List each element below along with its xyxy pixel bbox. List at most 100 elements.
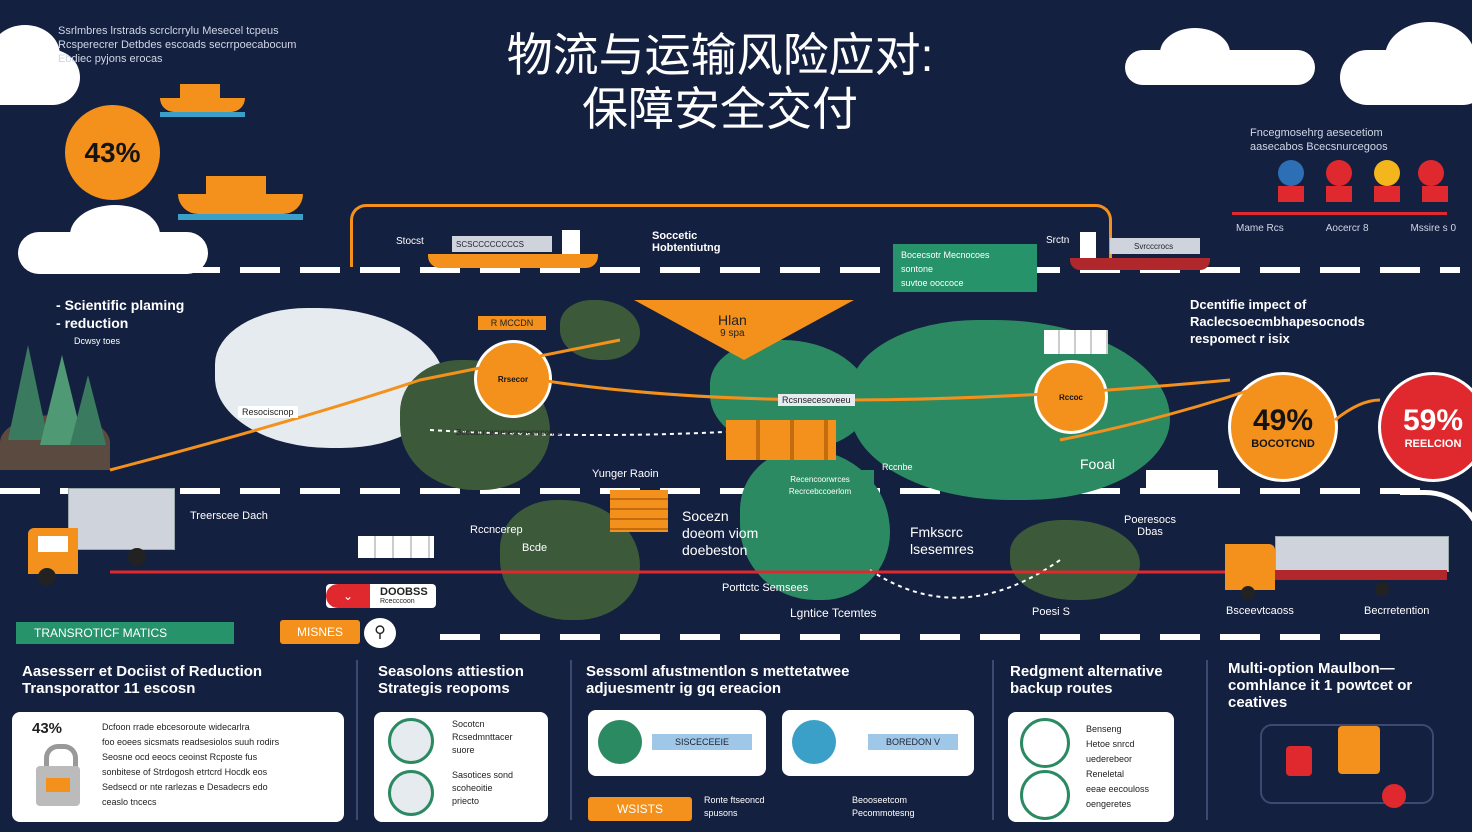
forest-icon xyxy=(0,345,110,470)
chevron-down-icon: ⌄ xyxy=(326,584,370,608)
truck-right-label-1: Bsceevtcaoss xyxy=(1226,605,1294,617)
panel-4-title: Redgment alternative backup routes xyxy=(1010,663,1163,697)
pin-icon xyxy=(1382,784,1406,808)
route-path-3 xyxy=(1059,388,1251,442)
stat-circle-43: 43% xyxy=(65,105,160,200)
truck-right-label-2: Becrretention xyxy=(1364,605,1430,617)
person-icon xyxy=(1278,160,1304,186)
map-australia xyxy=(1010,520,1140,600)
bottom-route-label: Porttctc Semsees xyxy=(722,582,809,594)
map-green-region: Rccnbe xyxy=(882,462,913,472)
bottom-mid-label: Lgntice Tcemtes xyxy=(790,606,877,620)
cloud-left-mid-2 xyxy=(70,205,160,265)
route-path-1 xyxy=(109,338,621,472)
map-left-tag: Rccncerep xyxy=(470,524,523,536)
container-ship-left xyxy=(428,230,598,270)
container-stack-icon xyxy=(726,420,836,460)
truck-left-icon xyxy=(28,488,175,588)
button-wsists[interactable]: WSISTS xyxy=(588,797,692,821)
map-asia xyxy=(850,320,1170,500)
panel-5-card xyxy=(1260,724,1434,808)
road-top xyxy=(180,267,1460,273)
map-social-label: Socezn doeom viom doebeston xyxy=(682,508,759,558)
cloud-far-right-2 xyxy=(1385,22,1472,92)
divider xyxy=(570,660,572,820)
truck-small-right xyxy=(1146,470,1218,494)
globe-icon xyxy=(598,720,642,764)
lock-icon xyxy=(36,744,80,810)
right-notes: Dcentifie impect of Raclecsoecmbhapesocn… xyxy=(1190,297,1365,346)
cloud-top-left-2 xyxy=(0,25,60,85)
key-icon xyxy=(1338,726,1380,774)
divider xyxy=(992,660,994,820)
map-fooal-label: Fooal xyxy=(1080,456,1116,472)
route-path-dotted-2 xyxy=(869,559,1061,599)
gauge-icon xyxy=(388,718,434,764)
map-risk-label: Fmkscrc lsesemres xyxy=(910,524,974,557)
map-center-box: Recencoorwrces Recrcebccoerlom xyxy=(766,470,874,504)
route-path-4 xyxy=(1334,398,1381,422)
ship-left-box-label: SCSCCCCCCCCS xyxy=(456,240,525,249)
truck-left-label: Treerscee Dach xyxy=(190,510,268,522)
region-tag: R MCCDN xyxy=(478,316,546,330)
person-icon xyxy=(1374,160,1400,186)
divider xyxy=(356,660,358,820)
gauge-icon xyxy=(388,770,434,816)
map-route-label: Resociscnop xyxy=(238,406,298,418)
clock-icon xyxy=(1020,718,1070,768)
stat-circle-59: 59% REELCION xyxy=(1378,372,1472,482)
people-baseline xyxy=(1232,212,1447,215)
route-path-2 xyxy=(539,378,1231,402)
cargo-ship-icon xyxy=(178,176,303,224)
train-icon-left xyxy=(358,536,434,558)
container-train-icon xyxy=(1044,330,1108,354)
road-bottom xyxy=(440,634,1400,640)
top-right-caption: Fncegmosehrg aesecetiom aasecabos Bcecsn… xyxy=(1250,127,1388,153)
plan-triangle xyxy=(634,300,854,360)
ship-icon xyxy=(160,84,245,118)
page-title: 物流与运输风险应对: 保障安全交付 xyxy=(506,29,934,135)
panel-3-notes-2: Beooseetcom Pecommotesng xyxy=(852,795,915,818)
strategic-label: Soccetic Hobtentiutng xyxy=(652,230,721,254)
road-middle-curve xyxy=(1400,490,1472,635)
people-labels: Mame Rcs Aocercr 8 Mssire s 0 xyxy=(1236,223,1456,234)
map-route-green-label: Beccanrcecrerecccrecrrcorrrc xyxy=(456,428,561,437)
container-stack-icon-2 xyxy=(610,490,668,532)
panel-3-title: Sessoml afustmentlon s mettetatwee adjue… xyxy=(586,663,850,697)
map-circle-right: Rccoc xyxy=(1034,360,1108,434)
panel-3-notes-1: Ronte ftseoncd spusons xyxy=(704,795,765,818)
map-yanger-label: Yunger Raoin xyxy=(592,468,659,480)
panel-1-title: Aasesserr et Dociist of Reduction Transp… xyxy=(22,663,263,697)
ship-left-label: Stocst xyxy=(396,236,424,247)
route-line-top xyxy=(350,204,1112,267)
person-icon xyxy=(1326,160,1352,186)
tab-misnes[interactable]: MISNES xyxy=(280,620,360,644)
left-notes: - Scientific plaming - reduction Dcwsy t… xyxy=(56,297,185,346)
panel-2-title: Seasolons attiestion Strategis reopoms xyxy=(378,663,524,697)
truck-right-icon xyxy=(1225,536,1449,602)
top-left-caption: Ssrlmbres lrstrads scrclcrrylu Mesecel t… xyxy=(58,25,297,65)
divider xyxy=(1206,660,1208,820)
map-bcde: Bcde xyxy=(522,542,548,554)
ship-right-label: Srctn xyxy=(1046,235,1070,246)
person-icon xyxy=(1418,160,1444,186)
panel-3-box-2: BOREDON V xyxy=(782,710,974,776)
link-icon[interactable]: ⚲ xyxy=(364,618,396,648)
badge-doobss[interactable]: ⌄ DOOBSS Rcecccoon xyxy=(326,584,436,608)
panel-1-card: 43% Dcfoon rrade ebcesoroute widecarlra … xyxy=(12,712,344,822)
cloud-top-right-2 xyxy=(1160,28,1230,78)
tab-transport-metrics[interactable]: TRANSROTICF MATICS xyxy=(16,622,234,644)
lock-icon xyxy=(1286,746,1312,776)
map-porter-label: Poeresocs Dbas xyxy=(1124,514,1176,538)
plan-label: Hlan 9 spa xyxy=(718,312,747,339)
globe-icon xyxy=(792,720,836,764)
green-info-box: Bocecsotr Mecnocoes sontone suvtoe oocco… xyxy=(893,244,1037,292)
road-middle xyxy=(0,488,1420,494)
panel-4-card: Benseng Hetoe snrcd uederebeor Reneletal… xyxy=(1008,712,1174,822)
bottom-mid-label-2: Poesi S xyxy=(1032,606,1070,618)
panel-5-title: Multi-option Maulbon— comhlance it 1 pow… xyxy=(1228,660,1413,711)
container-ship-right xyxy=(1070,232,1210,272)
panel-2-card: Socotcn Rcsedmnttacer suore Sasotices so… xyxy=(374,712,548,822)
map-circle-left: Rrsecor xyxy=(474,340,552,418)
map-asia-label: Rcsnsecesoveeu xyxy=(778,394,855,406)
